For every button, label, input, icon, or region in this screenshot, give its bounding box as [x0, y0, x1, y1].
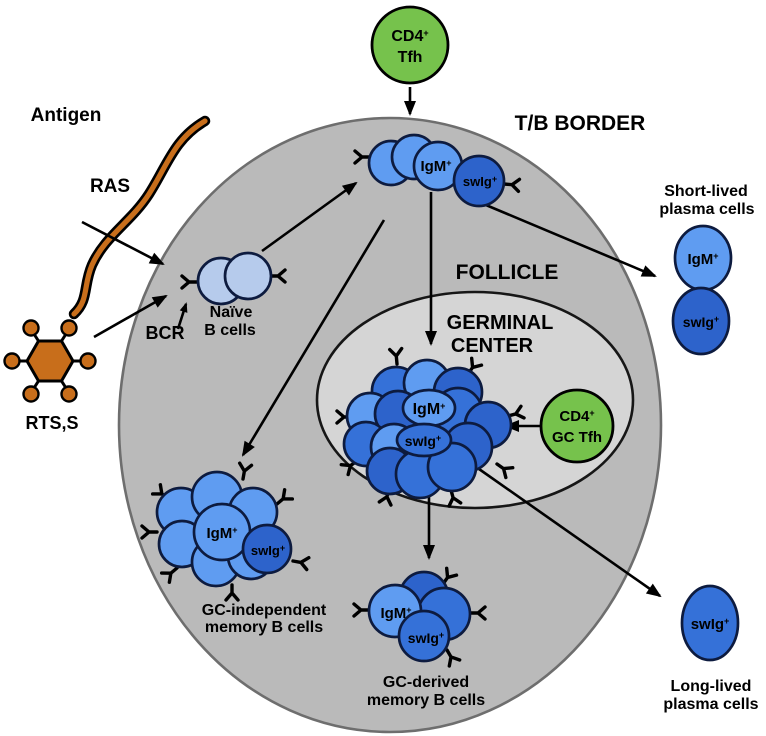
tfh-cell-label-line2: Tfh [398, 49, 423, 66]
arrow-gc-to-long-lived [478, 467, 662, 598]
igm-label: IgM+ [380, 605, 411, 622]
naive-b-cell [223, 251, 273, 301]
swig-b-cell [397, 609, 451, 663]
swig-b-cell [241, 523, 293, 575]
gc-b-cell-cluster: IgM+ swIg+ [335, 346, 526, 508]
long-lived-swig-plasma-cell [680, 584, 740, 662]
ras-sporozoite-body [71, 118, 208, 317]
germinal-center-label-line1: GERMINAL [447, 312, 554, 334]
antigen-label: Antigen [31, 105, 102, 126]
igm-label: IgM+ [206, 525, 237, 542]
long-lived-plasma-cell: swIg+ [680, 584, 740, 662]
rtss-label: RTS,S [25, 413, 78, 433]
gc-derived-memory-cluster: IgM+ swIg+ [352, 566, 487, 668]
arrow-naive-to-tb-border [261, 181, 358, 253]
swig-label: swIg+ [405, 433, 441, 449]
arrow-bcr-pointer [176, 302, 188, 330]
gc-independent-label-line1: GC-independent [202, 602, 327, 619]
swig-label: swIg+ [251, 543, 285, 558]
igm-label: IgM+ [413, 401, 446, 418]
tb-border-label: T/B BORDER [515, 112, 646, 135]
naive-b-cells [180, 251, 287, 306]
gc-independent-memory-cluster: IgM+ swIg+ [140, 461, 311, 602]
rtss-knob [60, 319, 78, 337]
swig-b-cell [395, 422, 453, 458]
rtss-knob [22, 385, 40, 403]
bcr-label: BCR [146, 323, 185, 343]
rtss-particle [3, 319, 97, 403]
germinal-center-label-line2: CENTER [451, 335, 534, 357]
rtss-knob [79, 352, 97, 370]
tb-border-b-cell-cluster: IgM+ swIg+ [353, 133, 522, 208]
gc-tfh-cell: CD4+ GC Tfh [539, 388, 615, 464]
gc-tfh-cell-body [539, 388, 615, 464]
short-lived-label-line2: plasma cells [659, 201, 754, 218]
igm-label: IgM+ [687, 251, 718, 268]
gc-independent-label-line2: memory B cells [205, 619, 323, 636]
b-cell [452, 154, 506, 208]
short-lived-swig-plasma-cell [671, 286, 731, 356]
swig-label: swIg+ [408, 630, 444, 646]
rtss-knob [60, 385, 78, 403]
gc-tfh-label-line2: GC Tfh [552, 429, 602, 446]
b-cell [426, 441, 478, 493]
long-lived-label-line1: Long-lived [671, 678, 752, 695]
long-lived-label-line2: plasma cells [663, 696, 758, 713]
swig-label: swIg+ [463, 174, 497, 189]
naive-label-line2: B cells [204, 322, 256, 339]
arrow-ras-to-naive [81, 220, 165, 266]
tfh-cell-body [370, 5, 450, 85]
swig-label: swIg+ [683, 314, 719, 330]
ras-sporozoite [68, 115, 211, 320]
ras-label: RAS [90, 176, 130, 197]
tfh-cell-label-line1: CD4+ [391, 28, 428, 45]
naive-label-line1: Naïve [210, 304, 253, 321]
tfh-cell: CD4+ Tfh [370, 5, 450, 85]
rtss-core [25, 339, 75, 383]
gc-derived-label-line2: memory B cells [367, 692, 485, 709]
arrow-rtss-to-naive [93, 294, 168, 339]
gc-tfh-label-line1: CD4+ [559, 408, 594, 425]
rtss-knob [3, 352, 21, 370]
arrow-tb-to-gc-independent [241, 219, 386, 457]
short-lived-label-line1: Short-lived [664, 183, 748, 200]
swig-label: swIg+ [691, 616, 730, 633]
arrow-tb-to-short-lived [473, 198, 657, 278]
short-lived-plasma-cells: IgM+ swIg+ [671, 224, 733, 356]
igm-label: IgM+ [420, 158, 451, 175]
follicle-label: FOLLICLE [456, 261, 559, 284]
gc-derived-label-line1: GC-derived [383, 674, 469, 691]
rtss-knob [22, 319, 40, 337]
